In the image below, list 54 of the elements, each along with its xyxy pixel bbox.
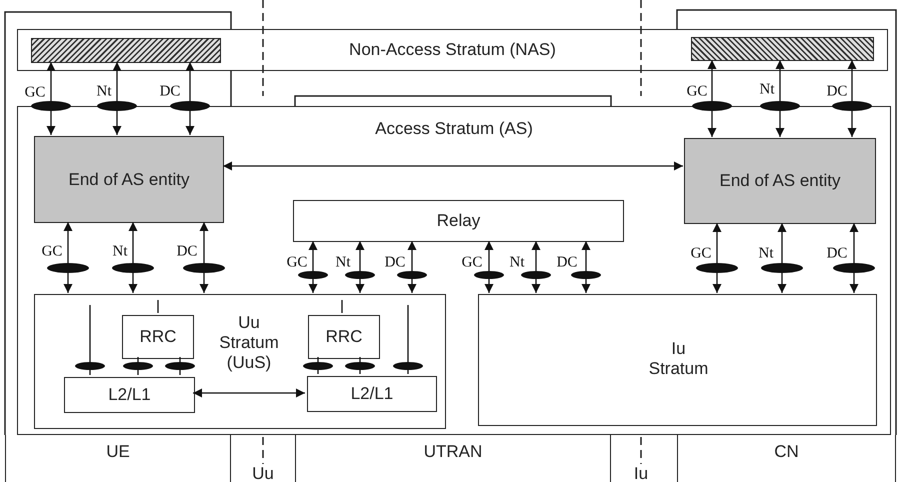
stratum-box [478, 294, 877, 426]
double-arrow [186, 62, 194, 135]
box-label: Access Stratum (AS) [374, 119, 534, 139]
double-arrow [356, 241, 364, 293]
double-arrow [582, 241, 590, 293]
double-arrow [408, 241, 416, 293]
protocol-box [307, 376, 437, 412]
stratum-band [17, 29, 888, 71]
hatched-bar [691, 37, 874, 61]
protocol-box [64, 377, 195, 413]
box-label: Relay [436, 211, 482, 231]
double-arrow [223, 162, 683, 170]
domain-box [295, 435, 611, 482]
hatched-bar [31, 38, 221, 63]
box-label: End of AS entity [718, 171, 842, 191]
interface-label: Iu [634, 464, 648, 482]
double-arrow [532, 241, 540, 293]
box-label: UTRAN [422, 442, 484, 462]
box-label: L2/L1 [350, 384, 394, 404]
box-label: L2/L1 [107, 385, 152, 405]
box-label: Uu Stratum (UuS) [218, 313, 280, 373]
stratum-box [34, 294, 446, 429]
protocol-box [308, 315, 380, 359]
box-label: RRC [324, 327, 364, 347]
relay-box [293, 200, 624, 242]
box-label: RRC [138, 327, 178, 347]
entity-box [34, 136, 224, 223]
double-arrow [308, 241, 318, 293]
connector-line [157, 300, 159, 313]
double-arrow [712, 223, 722, 293]
box-label: Iu Stratum [648, 339, 710, 379]
double-arrow [200, 222, 208, 293]
double-arrow [778, 223, 786, 293]
box-label: End of AS entity [68, 170, 190, 190]
double-arrow [193, 388, 305, 398]
connector-line [341, 300, 343, 313]
entity-box [684, 138, 876, 224]
stratum-box [17, 106, 891, 435]
box-label: Non-Access Stratum (NAS) [348, 40, 557, 60]
double-arrow [848, 60, 856, 137]
double-arrow [46, 62, 56, 135]
box-label: UE [105, 442, 131, 462]
domain-box [677, 435, 896, 482]
double-arrow [112, 62, 122, 135]
double-arrow [64, 222, 72, 293]
domain-box [5, 435, 231, 482]
protocol-box [122, 315, 194, 359]
double-arrow [484, 241, 494, 293]
interface-label: Uu [252, 464, 274, 482]
double-arrow [128, 222, 138, 293]
double-arrow [850, 223, 858, 293]
double-arrow [776, 60, 784, 137]
box-label: CN [773, 442, 800, 462]
double-arrow [708, 60, 716, 137]
